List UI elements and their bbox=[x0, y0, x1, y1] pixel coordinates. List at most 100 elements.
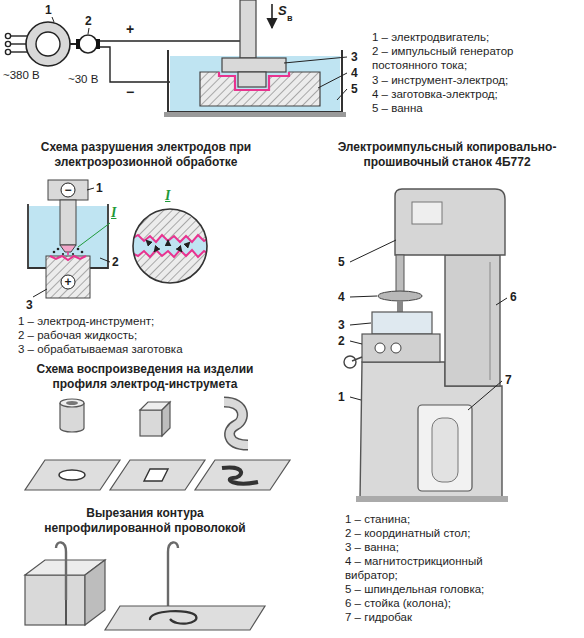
motor-symbol bbox=[52, 17, 54, 22]
circuit-wires bbox=[100, 40, 240, 41]
spindle-head bbox=[395, 189, 505, 292]
discharge-sparks bbox=[67, 252, 69, 255]
tube-electrode bbox=[66, 401, 78, 405]
cut-plate bbox=[150, 611, 197, 624]
discharge-sparks bbox=[57, 248, 60, 251]
motor-symbol bbox=[36, 32, 60, 56]
vibrator bbox=[378, 291, 422, 312]
leader-lines bbox=[318, 73, 347, 88]
spindle-head bbox=[395, 189, 505, 255]
machine-bath bbox=[372, 312, 432, 334]
detail-zoom bbox=[186, 242, 190, 246]
callout-number: 5 bbox=[351, 82, 358, 96]
section-heading: Схема воспроизведения на изделии профиля… bbox=[20, 362, 270, 392]
generator-symbol bbox=[76, 39, 80, 49]
generator-symbol bbox=[79, 35, 97, 53]
callout-number: 4 bbox=[338, 290, 345, 304]
part-list-item: 1 – электродвигатель; bbox=[372, 30, 489, 44]
leader-lines bbox=[350, 397, 361, 400]
callout-number: 5 bbox=[338, 255, 345, 269]
leader-lines bbox=[284, 57, 347, 63]
motor-symbol bbox=[26, 22, 70, 66]
detail-marker: I bbox=[111, 206, 116, 220]
machine-column bbox=[445, 255, 500, 386]
coordinate-table bbox=[344, 334, 440, 368]
discharge-sparks bbox=[77, 248, 80, 251]
supply-wires bbox=[5, 49, 10, 54]
bath bbox=[170, 56, 340, 112]
part-list-item: 2 – импульсный генератор постоянного ток… bbox=[372, 44, 562, 72]
cut-plate bbox=[105, 606, 265, 630]
callout-number: 3 bbox=[26, 298, 33, 312]
tool-electrode bbox=[222, 58, 286, 72]
leader-lines bbox=[350, 240, 507, 410]
vibrator bbox=[378, 291, 422, 301]
workpiece bbox=[50, 256, 86, 260]
detail-zoom bbox=[130, 205, 210, 242]
part-list-item: 5 – шпиндельная головка; bbox=[345, 582, 484, 596]
profile-holes bbox=[144, 469, 168, 481]
wire bbox=[56, 542, 66, 600]
machine-bed bbox=[356, 496, 508, 502]
tube-electrode bbox=[60, 399, 84, 432]
part-list-item: 1 – станина; bbox=[345, 512, 410, 526]
leader-lines bbox=[496, 298, 507, 305]
vibrator bbox=[397, 301, 403, 312]
coordinate-table bbox=[375, 343, 385, 353]
tube-electrode bbox=[60, 399, 84, 407]
callout-number: 6 bbox=[510, 290, 517, 304]
part-list-item: 4 – магнитострикционный вибратор; bbox=[345, 554, 520, 582]
coordinate-table bbox=[391, 343, 401, 353]
leader-lines bbox=[284, 57, 347, 100]
generator-symbol bbox=[88, 28, 89, 34]
machine-column bbox=[445, 255, 500, 386]
supply-wires bbox=[5, 33, 28, 54]
tool-electrode bbox=[60, 200, 76, 245]
workpiece bbox=[61, 275, 75, 289]
workpiece bbox=[46, 256, 90, 298]
leader-lines bbox=[78, 223, 110, 247]
leader-lines bbox=[350, 341, 362, 344]
prism-electrode bbox=[140, 402, 170, 436]
callout-number: 1 bbox=[45, 3, 52, 17]
detail-zoom bbox=[133, 209, 207, 283]
cut-block bbox=[25, 575, 85, 625]
part-list-item: 7 – гидробак bbox=[345, 610, 412, 624]
polarity-sign: − bbox=[126, 85, 134, 99]
curved-electrode bbox=[224, 402, 248, 445]
section-heading: Электроимпульсный копировально-прошивочн… bbox=[316, 140, 578, 170]
leader-lines bbox=[87, 188, 94, 190]
bath bbox=[164, 50, 346, 117]
callout-number: 3 bbox=[351, 50, 358, 64]
hydraulic-tank bbox=[432, 418, 458, 482]
bath bbox=[168, 50, 342, 112]
feed-subscript: в bbox=[287, 13, 293, 23]
tool-electrode bbox=[238, 72, 266, 87]
leader-lines bbox=[33, 188, 110, 297]
supply-wires bbox=[5, 41, 10, 46]
detail-zoom bbox=[130, 205, 210, 290]
feed-arrow bbox=[271, 4, 273, 28]
discharge-sparks bbox=[81, 251, 84, 254]
prism-electrode bbox=[162, 402, 170, 436]
curved-electrode bbox=[224, 402, 248, 445]
tool-electrode bbox=[240, 0, 256, 58]
part-list-item: 4 – заготовка-электрод; bbox=[372, 87, 498, 101]
part-list-item: 3 – инструмент-электрод; bbox=[372, 73, 508, 87]
electrode-holder bbox=[48, 180, 88, 200]
prism-electrode bbox=[140, 410, 162, 436]
supply-wires bbox=[11, 51, 28, 52]
part-list-item: 2 – координатный стол; bbox=[345, 526, 470, 540]
leader-lines bbox=[350, 240, 396, 262]
part-list-item: 2 – рабочая жидкость; bbox=[18, 328, 137, 342]
profile-holes bbox=[59, 470, 85, 480]
workpiece bbox=[219, 72, 289, 90]
bath bbox=[164, 112, 346, 117]
machine-column bbox=[490, 262, 491, 380]
detail-zoom bbox=[146, 240, 190, 252]
hydraulic-tank bbox=[418, 405, 472, 491]
callout-number: 2 bbox=[85, 14, 92, 28]
discharge-sparks bbox=[72, 253, 74, 255]
discharge-sparks bbox=[53, 248, 84, 255]
machine-bath bbox=[372, 312, 432, 334]
